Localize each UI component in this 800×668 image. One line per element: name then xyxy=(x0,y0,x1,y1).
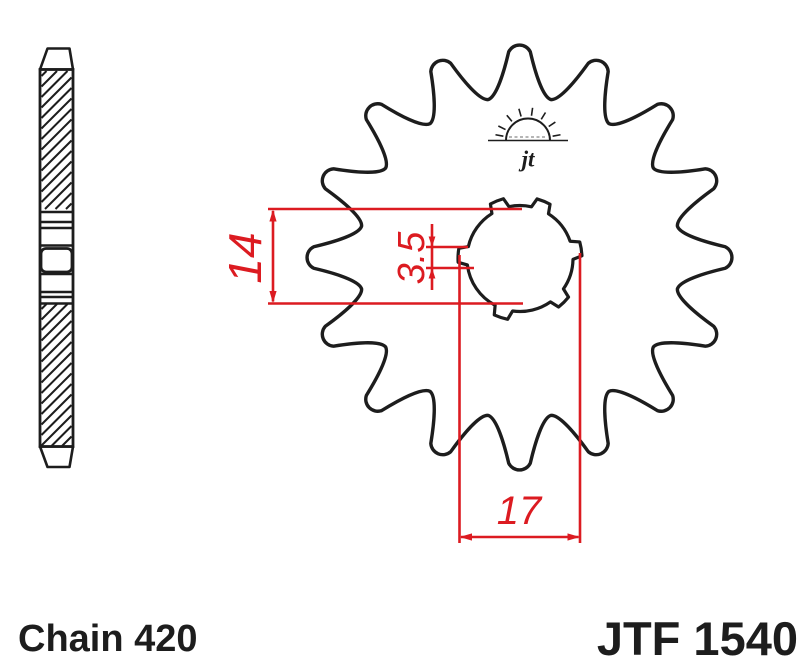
chain-size-label: Chain 420 xyxy=(18,618,198,660)
dimension-3-5-spline: 3.5 xyxy=(391,224,474,290)
arrowhead-down xyxy=(428,236,436,247)
side-view-bottom-chamfer xyxy=(38,445,75,469)
dimension-3-5-value: 3.5 xyxy=(391,231,433,285)
part-number-label: JTF 1540 xyxy=(597,612,798,665)
arrowhead-up xyxy=(269,209,277,222)
dimension-17-horizontal: 17 xyxy=(458,253,582,543)
arrowhead-left xyxy=(459,533,472,541)
ink-black: jt Chain 420 JTF 1540 xyxy=(18,43,798,665)
dimension-17-value: 17 xyxy=(497,489,543,533)
spline-bore xyxy=(456,197,584,321)
arrowhead-right xyxy=(567,533,580,541)
side-view-top-chamfer xyxy=(38,47,75,71)
hatch-lower xyxy=(40,303,73,447)
hatch-upper xyxy=(40,70,73,210)
ink-red: 14 3.5 17 xyxy=(219,207,582,543)
side-view-hub-center xyxy=(39,247,74,274)
arrowhead-down xyxy=(269,291,277,303)
sprocket-front-view xyxy=(305,43,734,472)
side-view-hub-lines xyxy=(41,210,73,305)
dimension-14-value: 14 xyxy=(219,232,271,283)
jt-sun-logo-icon: jt xyxy=(488,107,568,172)
logo-brand-text: jt xyxy=(518,147,535,172)
logo-sun-arc xyxy=(505,117,551,141)
arrowhead-up xyxy=(428,268,436,279)
dimension-14-vertical: 14 xyxy=(219,207,523,305)
sprocket-side-view xyxy=(38,47,75,469)
logo-sun-rays xyxy=(495,107,561,137)
